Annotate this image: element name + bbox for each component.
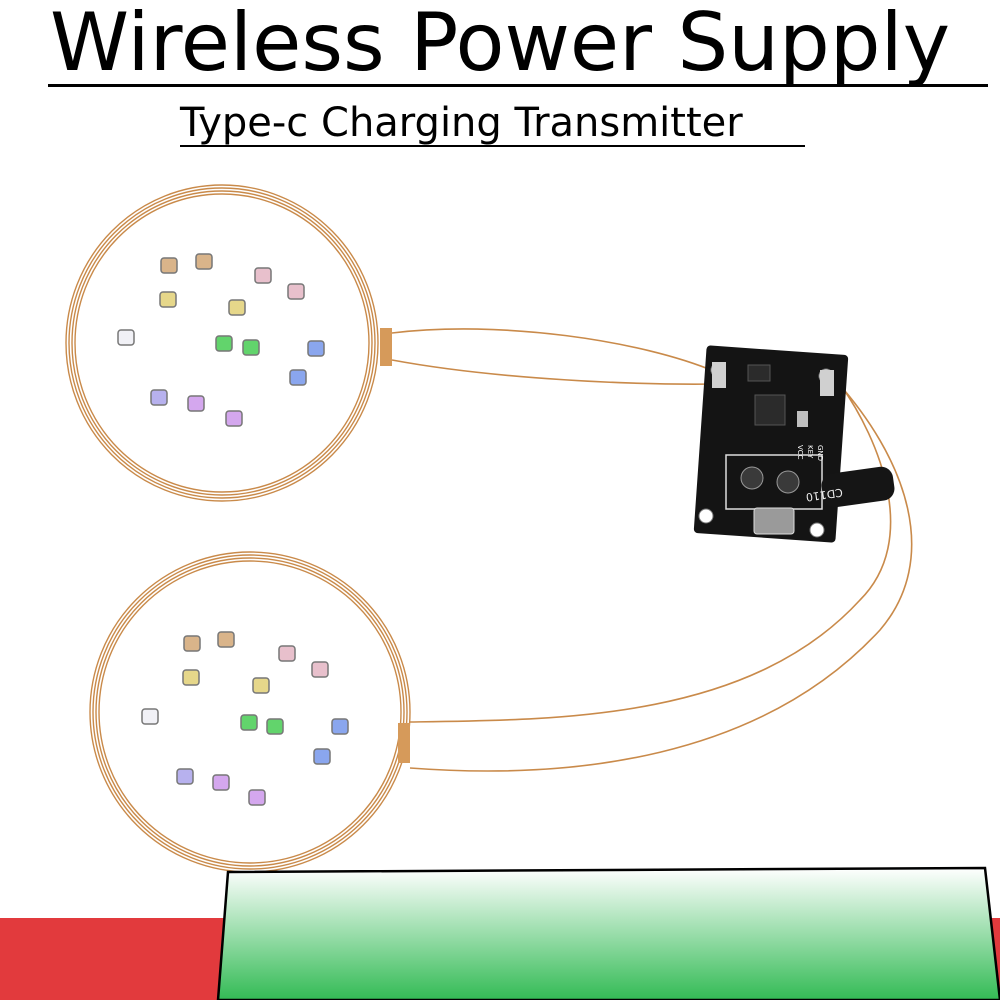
led-cluster-lower — [141, 631, 349, 806]
pin-label-vcc: VCC — [796, 445, 804, 460]
pin-label-key: KEY — [806, 445, 814, 459]
transmitter-board: GND KEY VCC — [693, 345, 849, 543]
subtitle-underline — [180, 145, 805, 147]
capacitor: CD110 — [805, 466, 895, 508]
footer-green-panel — [216, 866, 1000, 1000]
receiver-coil-lower — [89, 551, 411, 873]
page-title: Wireless Power Supply — [50, 0, 951, 89]
receiver-coil-upper — [65, 184, 379, 502]
coil-joint-upper — [380, 328, 392, 366]
pin-label-gnd: GND — [816, 445, 824, 461]
title-underline — [48, 84, 988, 87]
coil-joint-lower — [398, 723, 410, 763]
chip-label: CD110 — [805, 486, 844, 504]
page-subtitle: Type-c Charging Transmitter — [180, 100, 743, 146]
copper-wires — [391, 328, 913, 772]
led-cluster-upper — [117, 253, 325, 427]
